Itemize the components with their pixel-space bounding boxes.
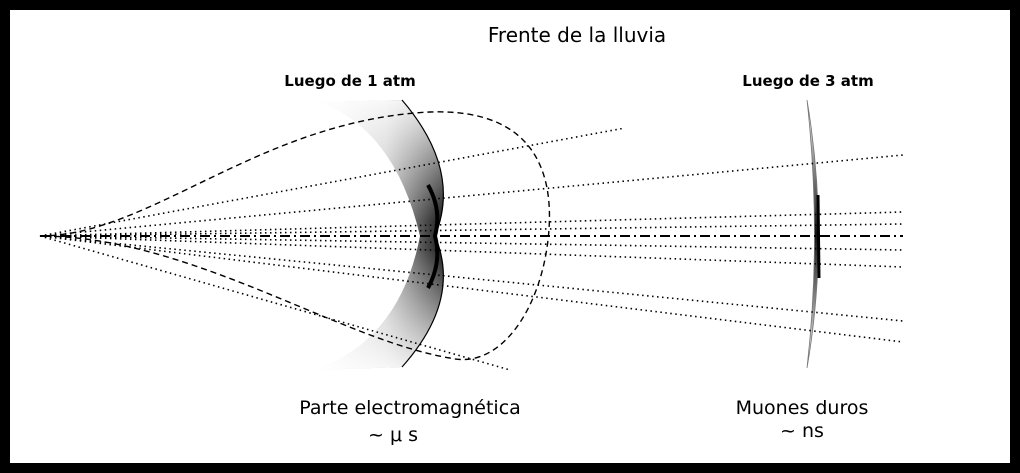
muon-front-shading <box>806 99 819 369</box>
track-8 <box>39 235 904 343</box>
track-1 <box>39 127 626 237</box>
track-7 <box>39 235 904 322</box>
muon-front-core <box>816 194 821 279</box>
diagram-title: Frente de la lluvia <box>487 23 667 47</box>
label-muon-part: Muones duros <box>735 397 869 419</box>
label-after-1-atm: Luego de 1 atm <box>284 72 416 90</box>
diagram-canvas: Frente de la lluvia Luego de 1 atm Luego… <box>10 10 1010 463</box>
label-muon-time: ~ ns <box>780 420 824 442</box>
label-em-time: ~ μ s <box>368 424 418 446</box>
track-4 <box>39 223 904 237</box>
track-5 <box>39 235 904 251</box>
shower-front-diagram <box>39 99 904 371</box>
particle-tracks <box>39 127 904 371</box>
label-after-3-atm: Luego de 3 atm <box>742 72 874 90</box>
track-9 <box>39 235 511 371</box>
track-2 <box>39 154 904 237</box>
shower-envelope <box>39 111 551 361</box>
label-em-part: Parte electromagnética <box>299 397 521 419</box>
em-front-fade <box>315 100 444 370</box>
